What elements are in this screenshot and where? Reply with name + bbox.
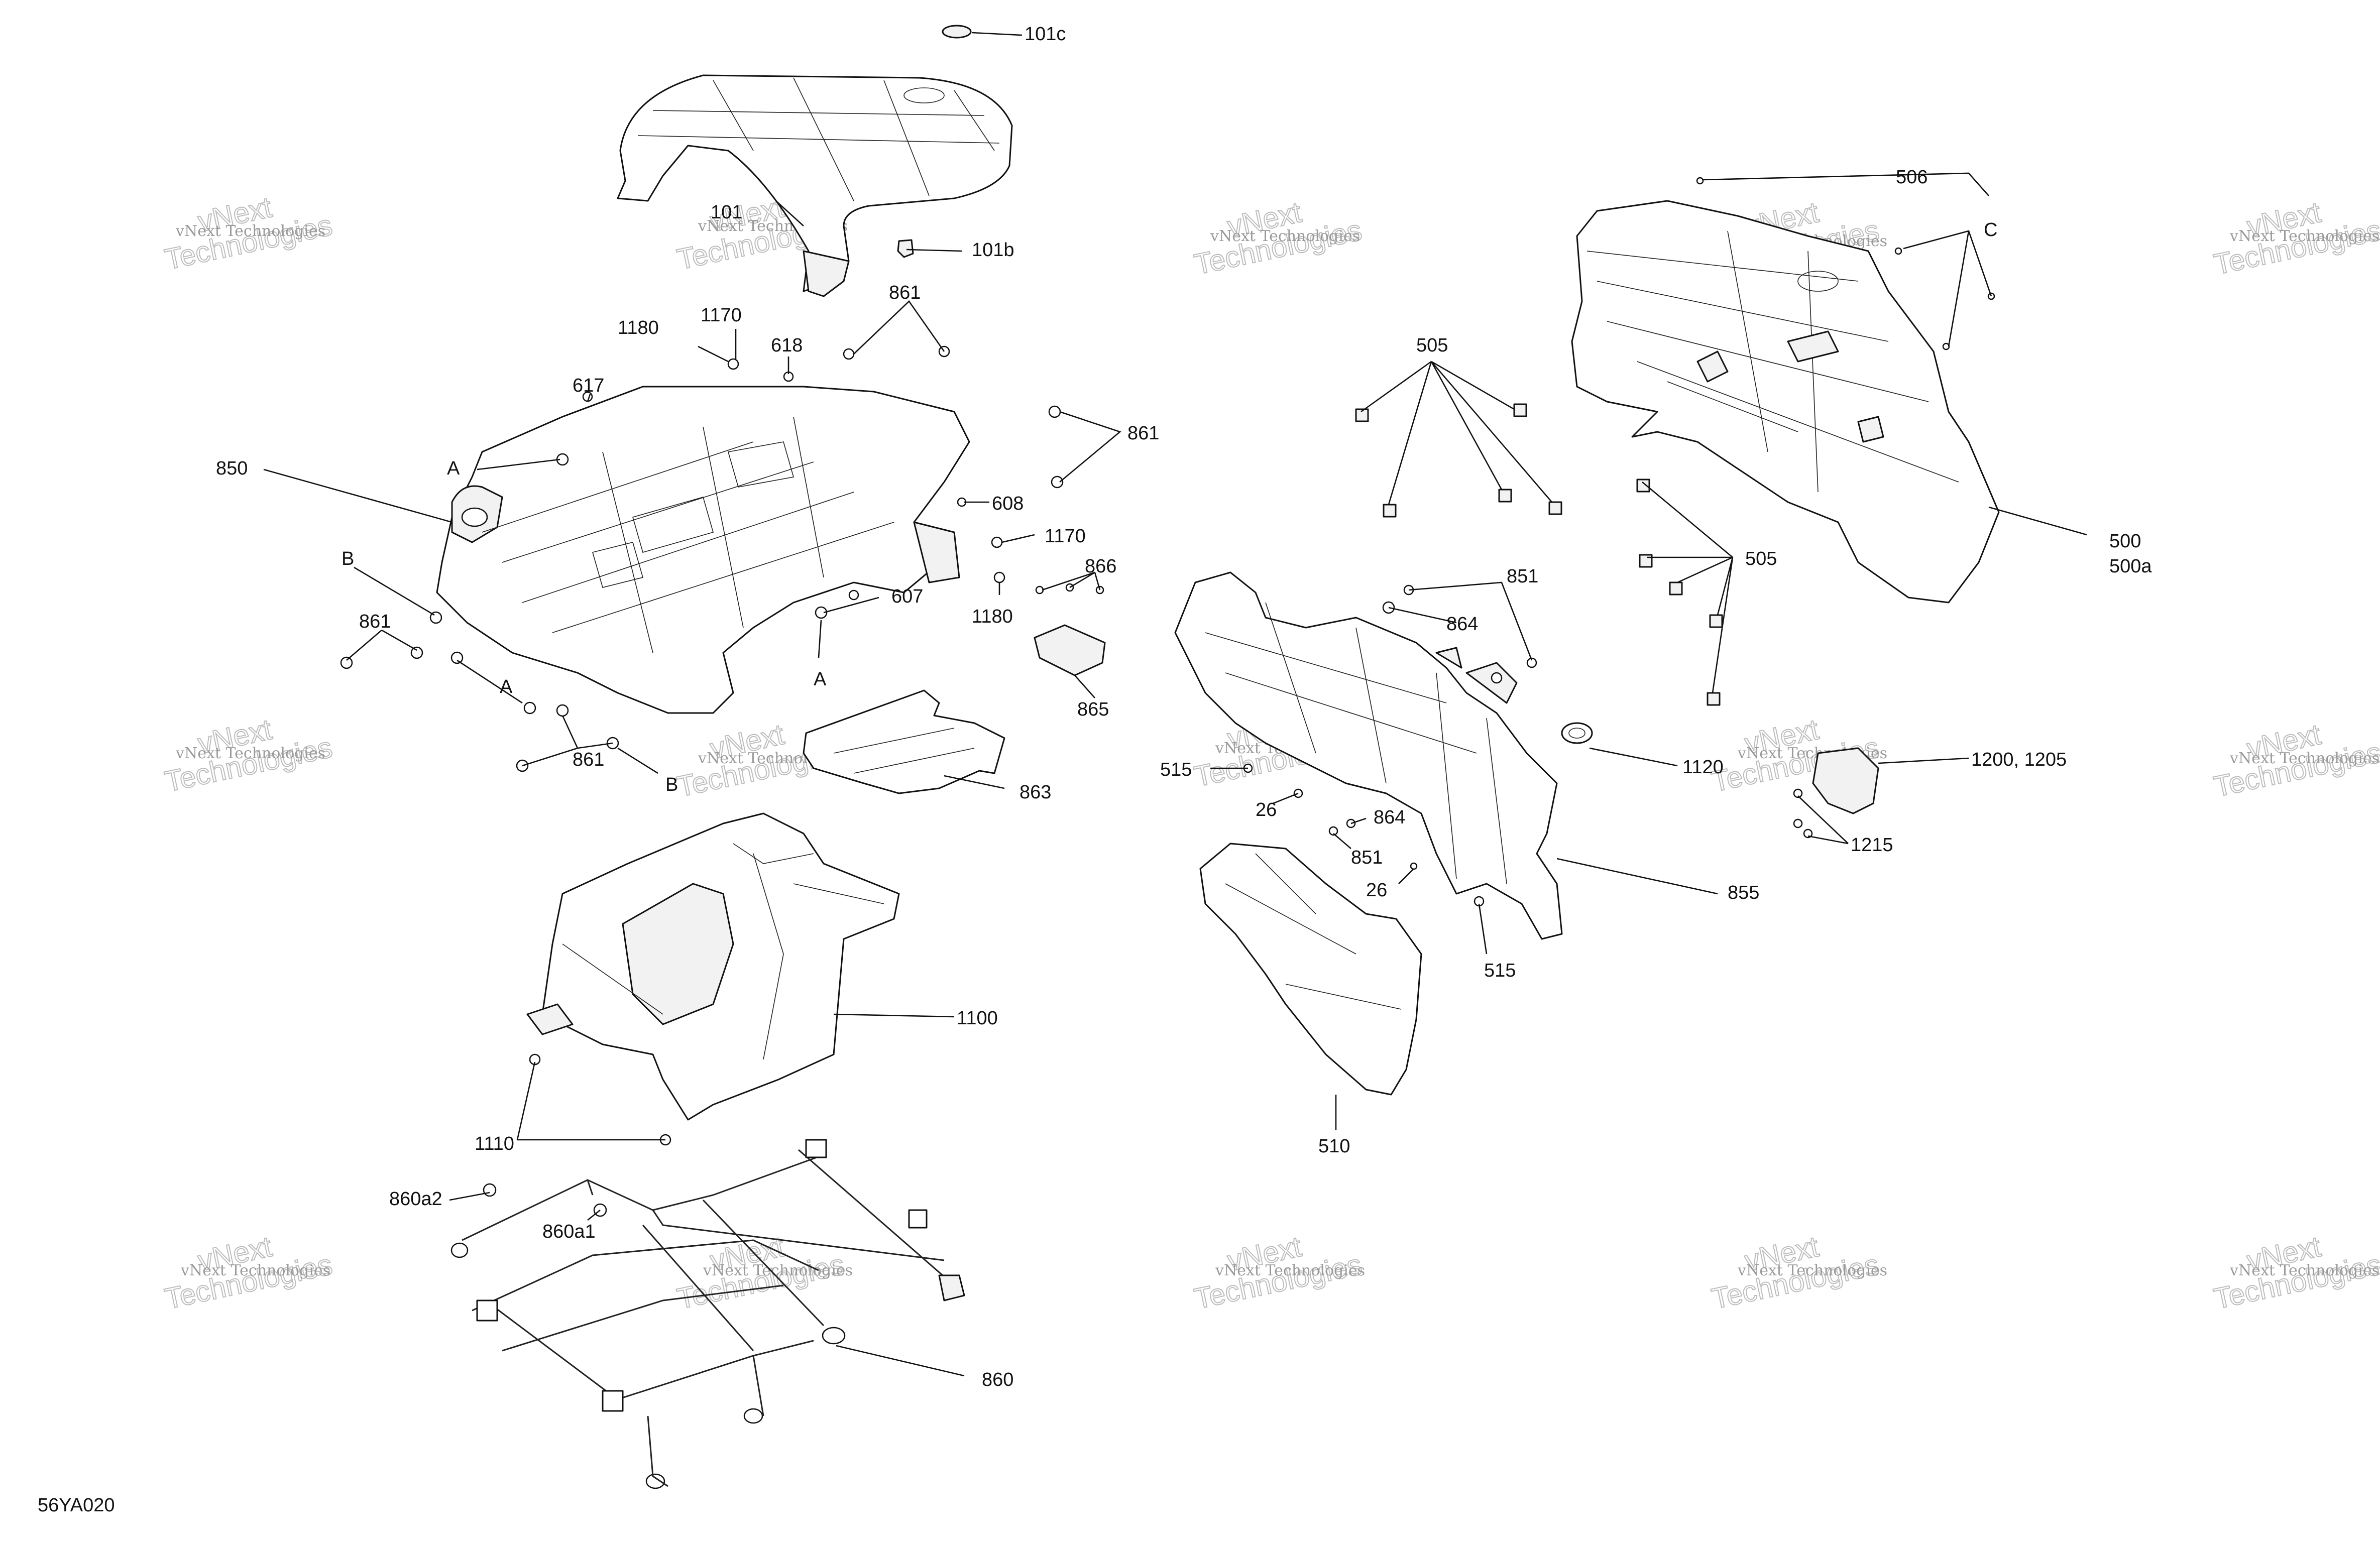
watermark: vNext Technologies vNext Technologies xyxy=(674,1230,853,1316)
callout-label: 26 xyxy=(1366,880,1387,901)
rear-rack-part xyxy=(436,386,970,714)
watermark: vNext Technologies vNext Technologies xyxy=(162,1230,336,1316)
callout-label: 101b xyxy=(972,240,1014,261)
callout-labels: 101c 101 101b 861 1170 1180 618 617 A 85… xyxy=(216,24,2152,1390)
callout-label: A xyxy=(447,458,460,479)
callout-label: 510 xyxy=(1318,1136,1350,1157)
callout-label: 861 xyxy=(573,749,604,770)
callout-label: 866 xyxy=(1085,556,1116,577)
callout-label: 1215 xyxy=(1851,835,1893,856)
callout-label: 506 xyxy=(1896,167,1928,188)
callout-label: 1170 xyxy=(701,305,742,326)
callout-label: 860 xyxy=(982,1369,1013,1390)
callout-label: 864 xyxy=(1374,807,1405,828)
clip-part xyxy=(897,239,914,258)
watermark: vNext Technologies vNext Technologies xyxy=(2211,195,2380,282)
callout-label: 850 xyxy=(216,458,248,479)
callout-label: 515 xyxy=(1160,759,1192,780)
watermark-text: vNext Technologies xyxy=(2229,1262,2379,1279)
watermark-text: vNext Technologies xyxy=(175,222,325,240)
watermark: vNext Technologies vNext Technologies xyxy=(2211,1230,2380,1316)
emblem-part xyxy=(942,25,972,39)
watermark: vNext Technologies vNext Technologies xyxy=(2211,718,2380,804)
callout-label: 1110 xyxy=(475,1133,514,1154)
callout-label: 101c xyxy=(1025,24,1066,45)
callout-label: 505 xyxy=(1745,548,1777,569)
callout-label: 1200, 1205 xyxy=(1971,749,2067,770)
callout-label: 860a2 xyxy=(389,1189,442,1210)
callout-label: 515 xyxy=(1484,960,1516,981)
mud-flap-part xyxy=(1199,843,1422,1096)
watermark: vNext Technologies vNext Technologies xyxy=(1191,1230,1366,1316)
skid-plate-detail xyxy=(833,728,975,774)
callout-label: B xyxy=(665,774,678,795)
watermark-text: vNext Technologies xyxy=(703,1262,853,1279)
watermark-text: vNext Technologies xyxy=(2229,750,2379,767)
callout-label: B xyxy=(342,548,354,569)
rear-fascia-part xyxy=(1571,200,2000,604)
callout-label: 861 xyxy=(889,282,921,303)
callout-label: 618 xyxy=(771,335,803,356)
rear-lid-part xyxy=(617,74,1013,297)
storage-tub-part xyxy=(526,812,900,1121)
callout-label: 861 xyxy=(359,611,391,632)
watermark-text: vNext Technologies xyxy=(1737,1262,1887,1279)
watermark: vNext Technologies vNext Technologies xyxy=(1709,1230,1887,1316)
watermark-text: vNext Technologies xyxy=(2229,227,2379,245)
watermark-text: vNext Technologies xyxy=(175,745,325,762)
callout-label: 1170 xyxy=(1045,526,1086,547)
callout-label: 855 xyxy=(1728,882,1759,903)
leader-lines xyxy=(263,32,2087,1377)
latch-part xyxy=(1812,747,1879,814)
skid-plate-part xyxy=(803,689,1005,794)
callout-label: 860a1 xyxy=(542,1221,596,1242)
callout-label: A xyxy=(814,669,827,690)
callout-label: 863 xyxy=(1019,782,1051,803)
callout-label: A xyxy=(500,676,513,697)
callout-label: 500 xyxy=(2109,531,2141,552)
mud-flap-detail xyxy=(1225,853,1402,1010)
callout-label: 26 xyxy=(1256,799,1277,820)
watermark-text: vNext Technologies xyxy=(180,1262,330,1279)
watermark-text: vNext Technologies xyxy=(1210,227,1360,245)
callout-label: 1180 xyxy=(618,317,659,338)
callout-label: 505 xyxy=(1416,335,1448,356)
callout-label: 851 xyxy=(1351,847,1383,868)
grommet-detail xyxy=(1568,728,1585,739)
callout-label: 1120 xyxy=(1682,757,1724,778)
callout-label: 851 xyxy=(1507,566,1538,587)
inner-fender-part xyxy=(1174,571,1563,940)
parts xyxy=(340,25,2000,1489)
callout-label: 101 xyxy=(711,202,742,223)
watermark: vNext Technologies vNext Technologies xyxy=(162,190,336,277)
diagram-code: 56YA020 xyxy=(38,1495,115,1516)
watermark-text: vNext Technologies xyxy=(1215,1262,1365,1279)
callout-label: 500a xyxy=(2109,556,2152,577)
callout-label: 865 xyxy=(1077,699,1109,720)
callout-label: 617 xyxy=(573,375,604,396)
callout-label: 608 xyxy=(992,493,1024,514)
callout-label: 1180 xyxy=(972,606,1013,627)
grommet-part xyxy=(1561,722,1593,744)
bracket-part xyxy=(1034,624,1106,676)
callout-label: 1100 xyxy=(957,1008,998,1029)
watermark: vNext Technologies vNext Technologies xyxy=(1191,195,1366,282)
callout-label: 607 xyxy=(891,586,923,607)
callout-label: 861 xyxy=(1127,423,1159,444)
callout-label: C xyxy=(1984,219,1997,241)
watermark: vNext Technologies vNext Technologies xyxy=(162,713,336,799)
callout-label: 864 xyxy=(1446,614,1478,635)
luggage-frame-part xyxy=(450,1139,965,1489)
